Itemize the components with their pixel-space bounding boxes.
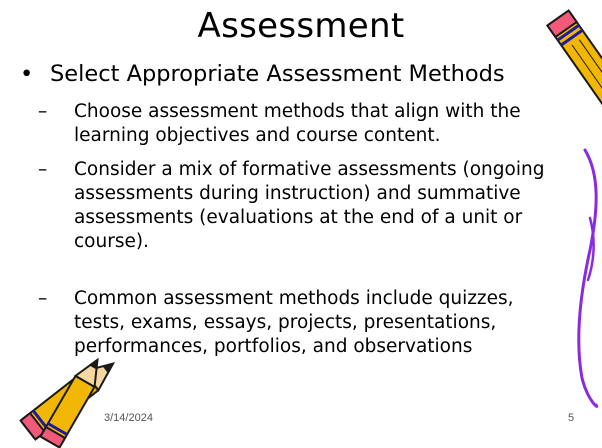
bullet-marker: • [20, 61, 34, 87]
main-bullet: • Select Appropriate Assessment Methods [20, 58, 602, 90]
sub-bullet-text: Common assessment methods include quizze… [74, 288, 514, 357]
slide-title: Assessment [197, 6, 405, 46]
sub-bullet-marker: – [38, 159, 48, 180]
main-bullet-text: Select Appropriate Assessment Methods [50, 61, 505, 87]
footer-date: 3/14/2024 [104, 412, 153, 424]
sub-bullet: – Consider a mix of formative assessment… [38, 158, 568, 254]
sub-bullet: – Choose assessment methods that align w… [38, 100, 568, 148]
sub-bullet-text: Choose assessment methods that align wit… [74, 101, 521, 146]
sub-bullet: – Common assessment methods include quiz… [38, 287, 568, 359]
sub-bullet-marker: – [38, 101, 48, 122]
sub-bullet-text: Consider a mix of formative assessments … [74, 159, 545, 252]
sub-bullet-marker: – [38, 288, 48, 309]
slide-number: 5 [568, 412, 575, 424]
